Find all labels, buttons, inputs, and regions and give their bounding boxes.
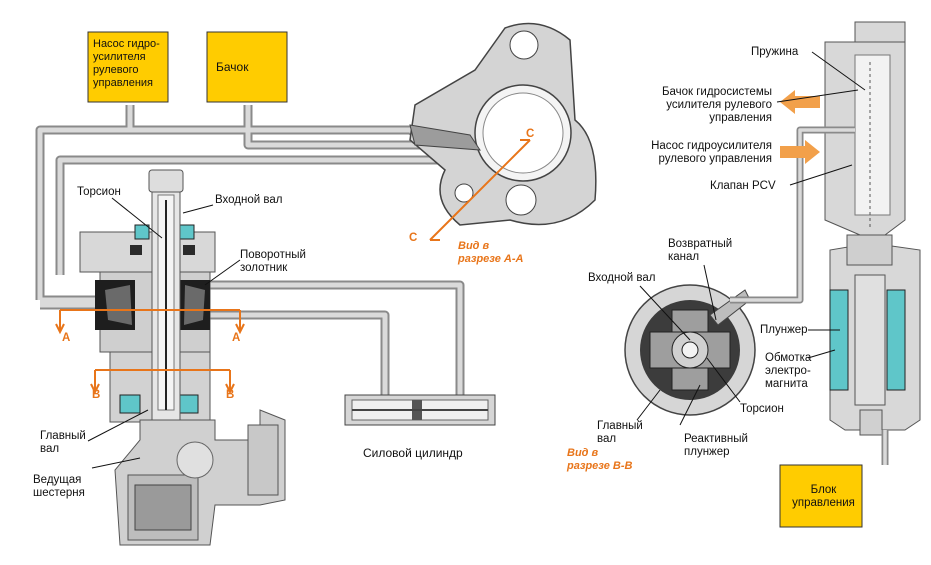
main-shaft-label: Главный вал	[40, 430, 86, 455]
tank-box	[206, 31, 288, 103]
section-mark-b-right: B	[226, 389, 235, 401]
right-lines-fill	[730, 128, 887, 465]
pump-label-right: Насос гидроусилителя рулевого управления	[651, 140, 772, 165]
reservoir-flow-arrow	[780, 90, 820, 114]
pump-box	[87, 31, 169, 103]
tank-box-label: Бачок	[216, 60, 249, 74]
control-unit-label: Блок управления	[792, 484, 855, 509]
leader-lines	[87, 51, 866, 469]
input-shaft-label-right: Входной вал	[588, 272, 656, 284]
pump-box-label: Насос гидро- усилителя рулевого управлен…	[93, 38, 160, 89]
main-shaft-label-right: Главный вал	[597, 420, 643, 445]
reactive-plunger-label: Реактивный плунжер	[684, 433, 748, 458]
view-bb-caption: Вид в разрезе В-В	[567, 447, 633, 472]
drive-gear-label: Ведущая шестерня	[33, 474, 85, 499]
pcv-valve	[824, 21, 921, 436]
pump-flow-arrow	[780, 140, 820, 164]
torsion-label: Торсион	[77, 186, 121, 198]
power-cylinder	[344, 394, 496, 426]
pcv-label: Клапан PCV	[710, 180, 776, 192]
input-shaft-label: Входной вал	[215, 194, 283, 206]
section-mark-b-left: B	[92, 389, 101, 401]
section-aa-casting	[409, 22, 597, 226]
section-mark-a-left: A	[62, 332, 71, 344]
power-cylinder-label: Силовой цилиндр	[363, 446, 463, 460]
reservoir-label: Бачок гидросистемы усилителя рулевого уп…	[661, 86, 772, 124]
coil-label: Обмотка электро- магнита	[765, 352, 812, 390]
section-bb-disk	[624, 284, 756, 416]
control-unit-box	[779, 464, 863, 528]
torsion-label-right: Торсион	[740, 403, 784, 415]
view-aa-caption: Вид в разрезе А-А	[458, 240, 524, 265]
spring-label: Пружина	[751, 46, 799, 58]
section-mark-c-top: C	[526, 128, 535, 140]
section-markers	[55, 139, 531, 395]
rotary-valve-label: Поворотный золотник	[240, 249, 306, 274]
section-mark-a-right: A	[232, 332, 241, 344]
return-channel-label: Возвратный канал	[668, 238, 733, 263]
steering-valve-body	[79, 169, 286, 546]
section-mark-c-bottom: C	[409, 232, 418, 244]
plunger-label: Плунжер	[760, 324, 808, 336]
